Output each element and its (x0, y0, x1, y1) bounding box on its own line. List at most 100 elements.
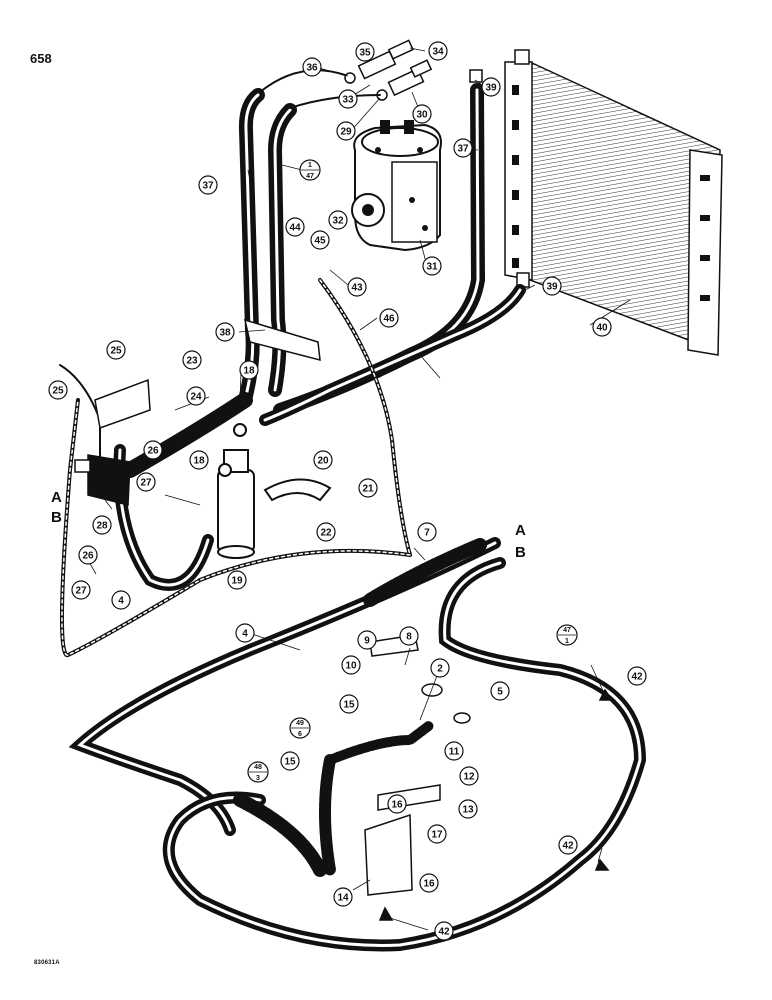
callout-47-1-right: 47 1 (556, 624, 578, 646)
svg-text:16: 16 (391, 800, 403, 811)
svg-text:24: 24 (190, 392, 202, 403)
svg-text:25: 25 (52, 386, 64, 397)
callout-21: 21 (358, 478, 378, 498)
callout-37-left: 37 (198, 175, 218, 195)
marker-a-left: A (51, 489, 62, 506)
callout-39-top: 39 (481, 77, 501, 97)
callout-42-lower: 42 (434, 921, 454, 941)
svg-text:19: 19 (231, 576, 243, 587)
callout-32: 32 (328, 210, 348, 230)
svg-text:42: 42 (631, 672, 643, 683)
drawing-id: 830631A (34, 960, 60, 966)
callout-8: 8 (399, 626, 419, 646)
svg-text:25: 25 (110, 346, 122, 357)
callout-31: 31 (422, 256, 442, 276)
svg-text:46: 46 (383, 314, 395, 325)
callout-46: 46 (379, 308, 399, 328)
svg-text:17: 17 (431, 830, 443, 841)
callout-43: 43 (347, 277, 367, 297)
svg-text:1: 1 (565, 638, 569, 645)
callout-5: 5 (490, 681, 510, 701)
svg-text:34: 34 (432, 47, 444, 58)
svg-text:42: 42 (562, 841, 574, 852)
svg-text:21: 21 (362, 484, 374, 495)
svg-text:40: 40 (596, 323, 608, 334)
svg-text:31: 31 (426, 262, 438, 273)
svg-text:20: 20 (317, 456, 329, 467)
callout-16-upper: 16 (387, 794, 407, 814)
callout-18-upper: 18 (239, 360, 259, 380)
compressor (351, 120, 442, 252)
callout-29: 29 (336, 121, 356, 141)
svg-text:14: 14 (337, 893, 349, 904)
svg-text:27: 27 (75, 586, 87, 597)
svg-text:15: 15 (284, 757, 296, 768)
svg-text:48: 48 (254, 764, 262, 771)
callout-33: 33 (338, 89, 358, 109)
svg-text:4: 4 (242, 629, 248, 640)
svg-text:1: 1 (308, 162, 312, 169)
svg-text:18: 18 (193, 456, 205, 467)
callout-42-upper: 42 (627, 666, 647, 686)
callout-49-6: 49 6 (289, 717, 311, 739)
svg-text:6: 6 (298, 731, 302, 738)
callout-4-lower: 4 (235, 623, 255, 643)
svg-text:47: 47 (563, 627, 571, 634)
page-number: 658 (30, 51, 52, 66)
svg-text:4: 4 (118, 596, 124, 607)
callout-13: 13 (458, 799, 478, 819)
svg-text:37: 37 (457, 144, 469, 155)
svg-text:7: 7 (424, 528, 430, 539)
svg-text:26: 26 (147, 446, 159, 457)
callout-45: 45 (310, 230, 330, 250)
svg-text:27: 27 (140, 478, 152, 489)
svg-text:10: 10 (345, 661, 357, 672)
callout-20: 20 (313, 450, 333, 470)
svg-text:44: 44 (289, 223, 301, 234)
svg-text:2: 2 (437, 664, 443, 675)
callout-7: 7 (417, 522, 437, 542)
callout-24: 24 (186, 386, 206, 406)
callout-30: 30 (412, 104, 432, 124)
callout-42-middle: 42 (558, 835, 578, 855)
callout-34: 34 (428, 41, 448, 61)
svg-text:35: 35 (359, 48, 371, 59)
svg-text:28: 28 (96, 521, 108, 532)
callout-26-upper: 26 (143, 440, 163, 460)
svg-text:32: 32 (332, 216, 344, 227)
callout-40: 40 (592, 317, 612, 337)
svg-text:30: 30 (416, 110, 428, 121)
callout-15-upper: 15 (339, 694, 359, 714)
svg-text:33: 33 (342, 95, 354, 106)
svg-text:22: 22 (320, 528, 332, 539)
callout-44: 44 (285, 217, 305, 237)
callout-12: 12 (459, 766, 479, 786)
callout-35: 35 (355, 42, 375, 62)
callout-16-lower: 16 (419, 873, 439, 893)
svg-text:26: 26 (82, 551, 94, 562)
callouts: 35 34 36 33 30 29 39 37 1 47 37 44 45 32… (48, 41, 647, 941)
callout-26-lower: 26 (78, 545, 98, 565)
svg-text:47: 47 (306, 173, 314, 180)
callout-22: 22 (316, 522, 336, 542)
callout-11: 11 (444, 741, 464, 761)
callout-15-lower: 15 (280, 751, 300, 771)
callout-27-lower: 27 (71, 580, 91, 600)
svg-text:29: 29 (340, 127, 352, 138)
svg-text:23: 23 (186, 356, 198, 367)
callout-25-lower: 25 (48, 380, 68, 400)
svg-text:39: 39 (485, 83, 497, 94)
svg-text:3: 3 (256, 775, 260, 782)
callout-27-upper: 27 (136, 472, 156, 492)
svg-text:37: 37 (202, 181, 214, 192)
svg-text:15: 15 (343, 700, 355, 711)
callout-39-bottom: 39 (542, 276, 562, 296)
receiver-drier (217, 423, 332, 559)
callout-23: 23 (182, 350, 202, 370)
callout-17: 17 (427, 824, 447, 844)
svg-text:45: 45 (314, 236, 326, 247)
callout-36: 36 (302, 57, 322, 77)
svg-text:38: 38 (219, 328, 231, 339)
svg-text:18: 18 (243, 366, 255, 377)
svg-text:8: 8 (406, 632, 412, 643)
